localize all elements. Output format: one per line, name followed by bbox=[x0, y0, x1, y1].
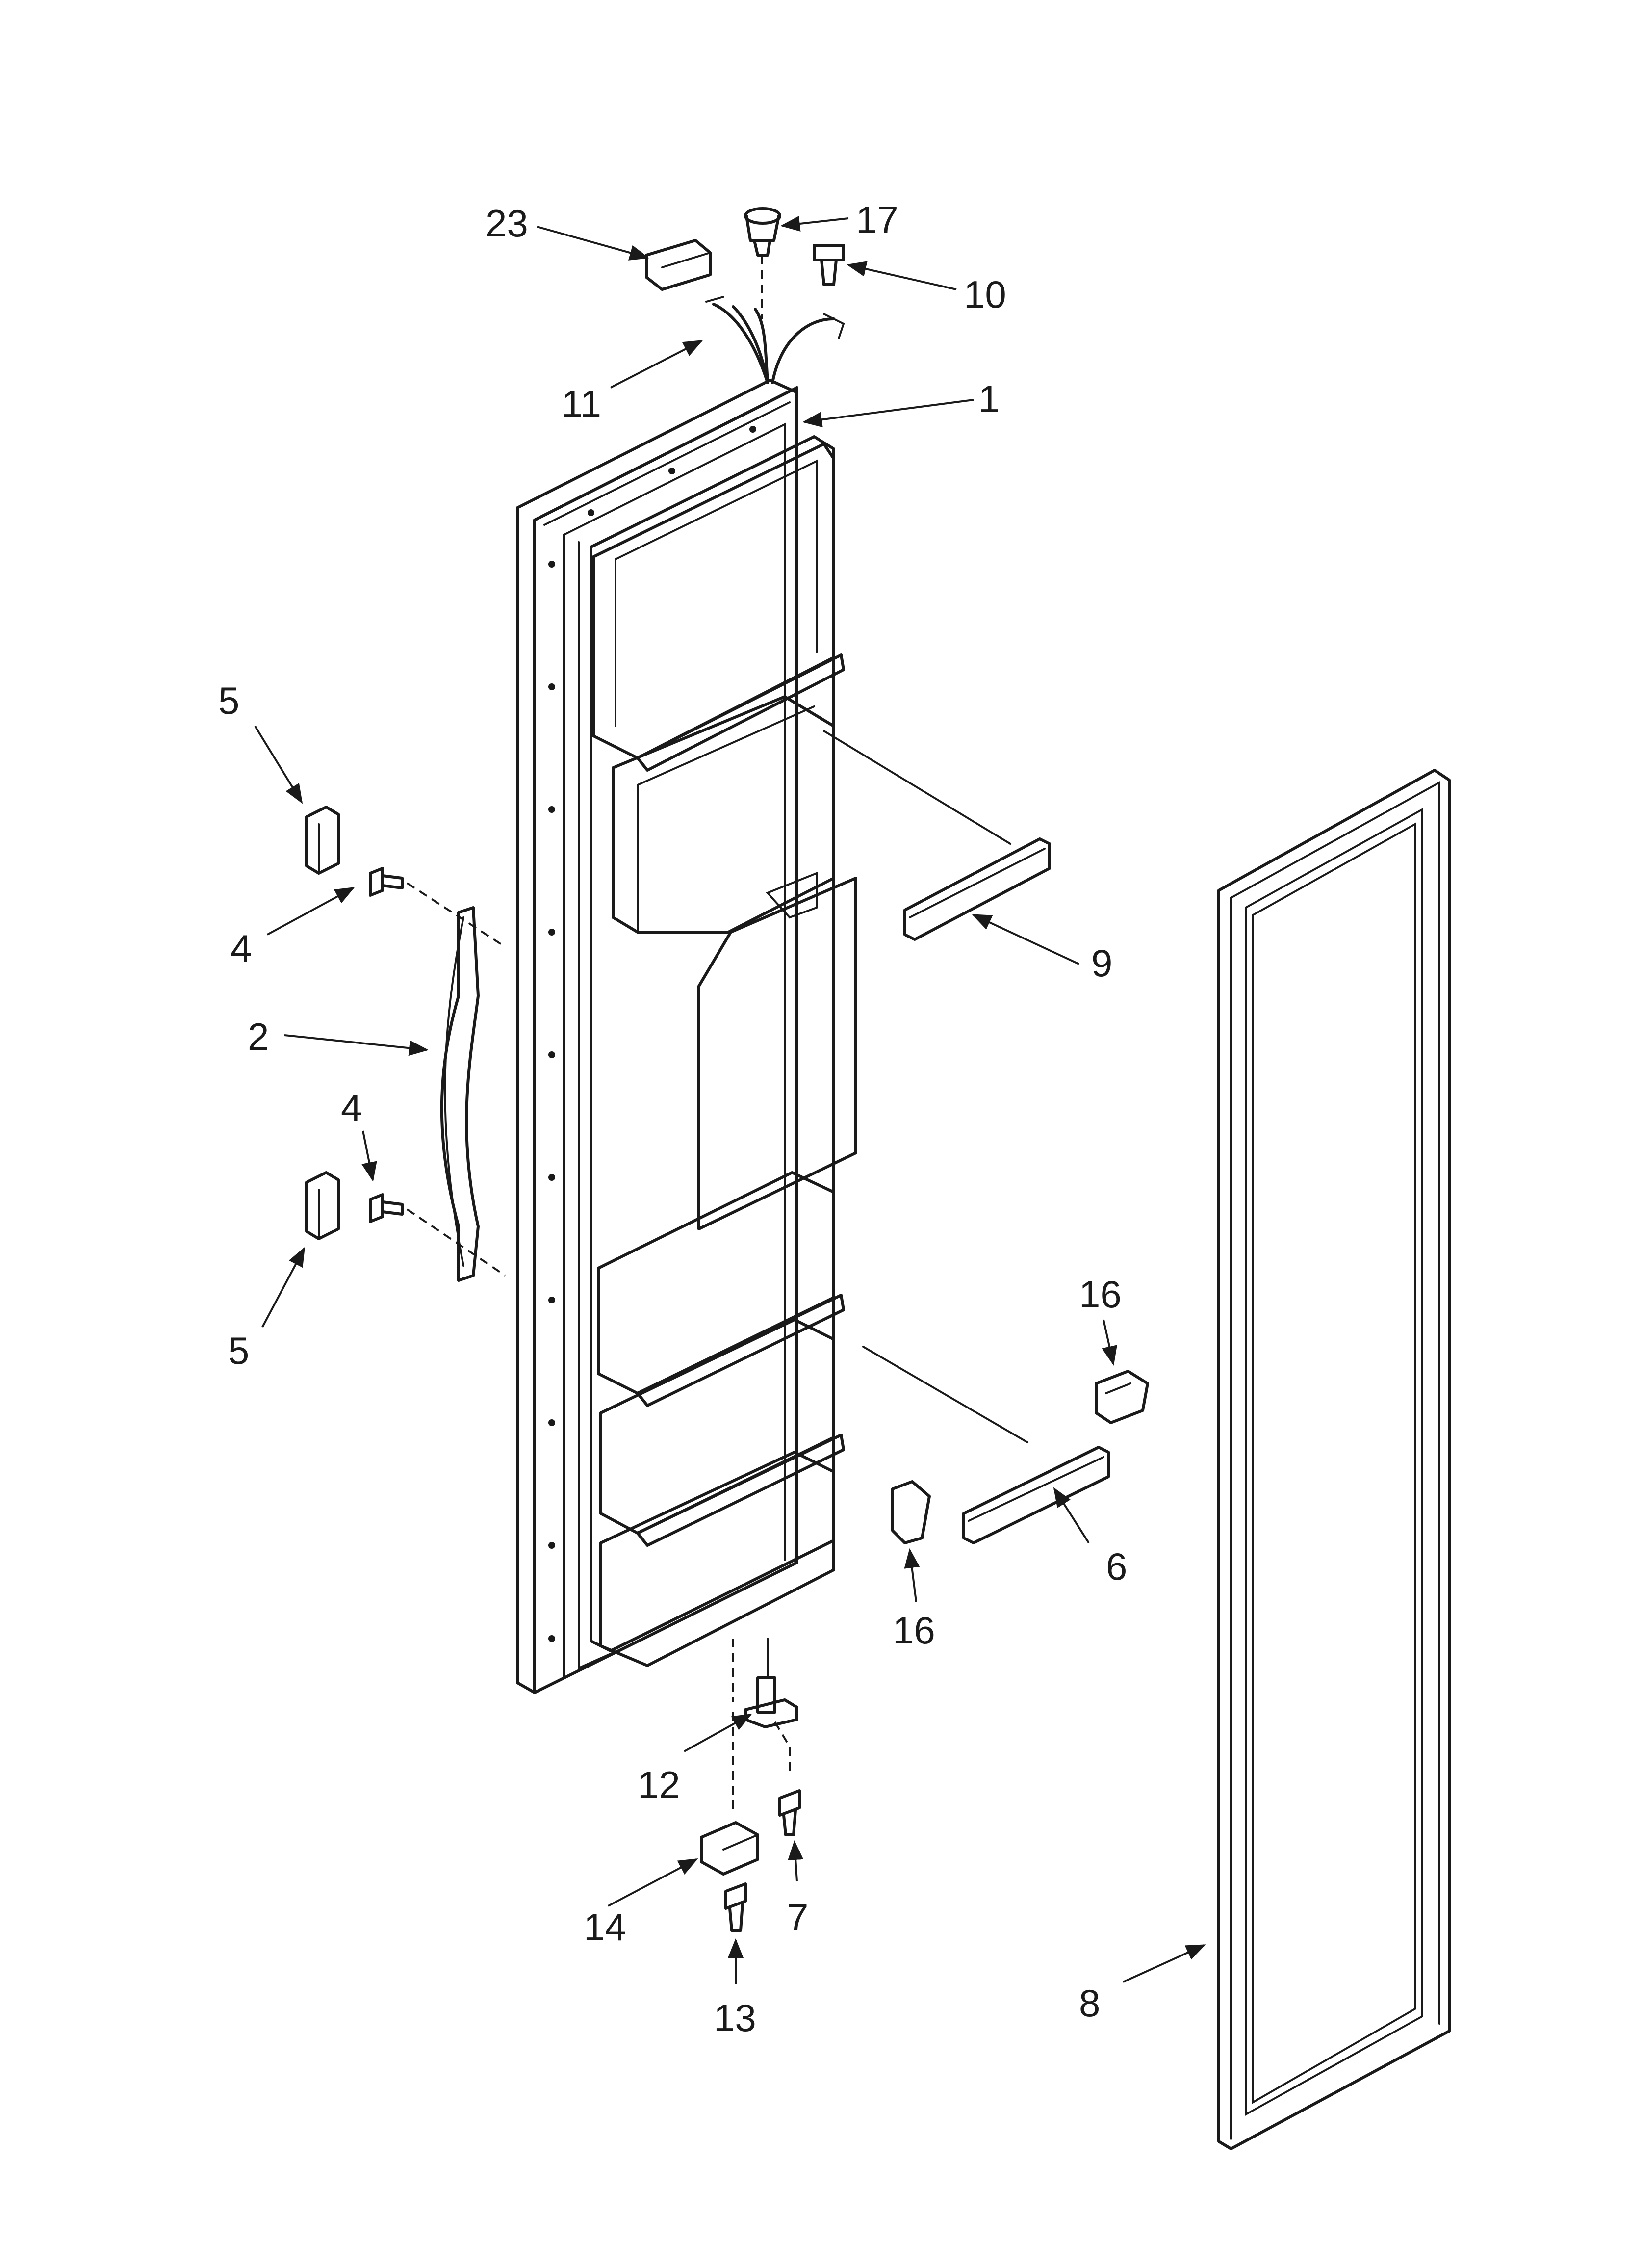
handle-screw-bottom bbox=[369, 1193, 506, 1277]
callout-5-bottom: 5 bbox=[228, 1329, 249, 1372]
callout-7: 7 bbox=[787, 1896, 808, 1939]
callout-1: 1 bbox=[978, 377, 1000, 420]
trim-clip-left bbox=[891, 1480, 931, 1544]
screw-10 bbox=[813, 244, 845, 286]
callout-11: 11 bbox=[562, 382, 601, 425]
upper-trim bbox=[823, 730, 1051, 941]
handle-end-cap-top bbox=[305, 806, 340, 875]
callout-16-top: 16 bbox=[1079, 1273, 1122, 1316]
callout-4-top: 4 bbox=[231, 927, 252, 970]
callout-4-bottom: 4 bbox=[341, 1086, 362, 1129]
handle-screw-top bbox=[369, 867, 506, 948]
callout-12: 12 bbox=[638, 1763, 680, 1806]
freezer-door bbox=[516, 379, 857, 1694]
callout-5-top: 5 bbox=[218, 679, 239, 722]
callout-9: 9 bbox=[1091, 941, 1112, 985]
callout-14: 14 bbox=[584, 1905, 626, 1949]
door-gasket bbox=[1217, 769, 1451, 2150]
callout-17: 17 bbox=[856, 198, 898, 241]
lower-trim bbox=[862, 1346, 1110, 1544]
callout-16-bottom: 16 bbox=[893, 1609, 935, 1652]
callout-10: 10 bbox=[964, 273, 1006, 316]
wire-connector bbox=[645, 239, 712, 291]
callout-13: 13 bbox=[714, 1996, 756, 2039]
door-screw-holes bbox=[548, 426, 756, 1642]
hinge-screw bbox=[778, 1789, 801, 1836]
leader-lines bbox=[254, 216, 1206, 1984]
block-screw bbox=[724, 1882, 747, 1932]
callout-2: 2 bbox=[248, 1015, 269, 1058]
hinge-bracket bbox=[732, 1638, 798, 1776]
trim-clip-right bbox=[1095, 1370, 1149, 1424]
callout-23: 23 bbox=[486, 202, 528, 245]
wire-harness bbox=[705, 255, 845, 384]
callout-8: 8 bbox=[1079, 1981, 1100, 2025]
handle-end-cap-bottom bbox=[305, 1171, 340, 1240]
callout-6: 6 bbox=[1106, 1545, 1127, 1588]
door-handle bbox=[440, 906, 480, 1282]
callout-labels: 23 17 10 11 1 5 4 9 2 4 16 5 6 16 12 7 1… bbox=[218, 198, 1127, 2039]
bushing bbox=[744, 207, 781, 257]
